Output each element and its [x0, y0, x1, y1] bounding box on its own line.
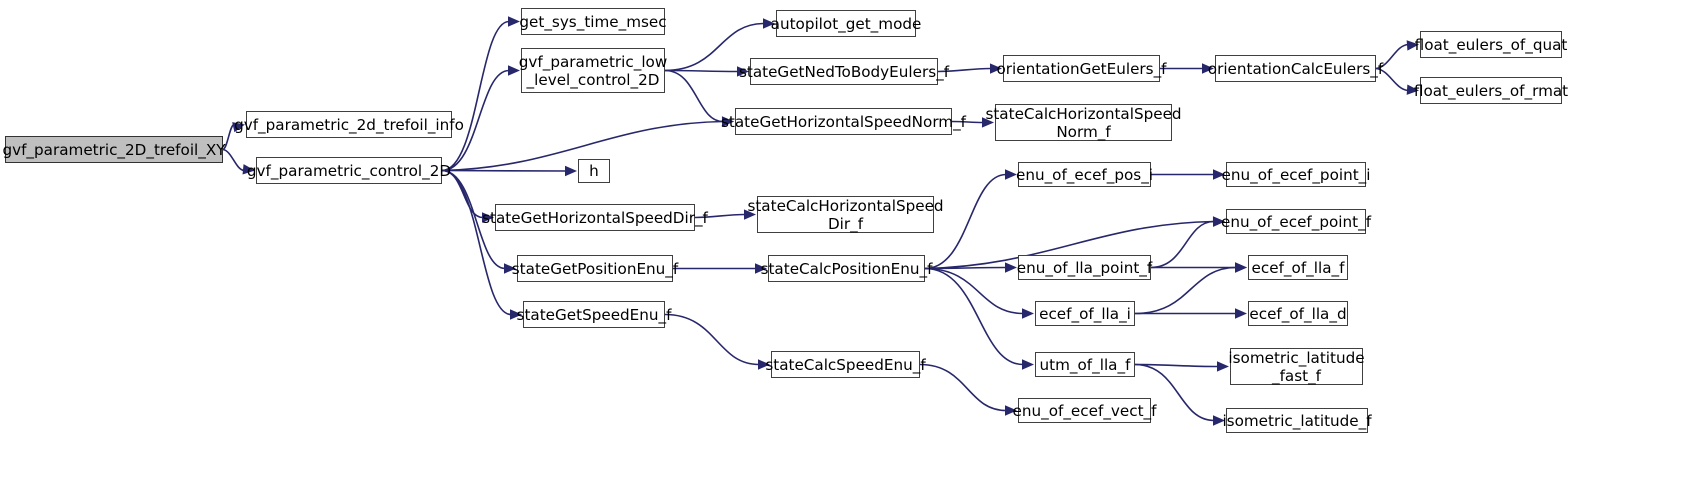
graph-edge-utm_lla_f-to-iso_lat_fast — [1134, 363, 1219, 368]
graph-node-iso_lat_f[interactable]: isometric_latitude_f — [1222, 408, 1372, 433]
graph-edge-calc_pos_enu-to-utm_lla_f — [924, 267, 1024, 366]
graph-node-ecef_lla_i[interactable]: ecef_of_lla_i — [1035, 301, 1135, 326]
graph-node-label: ecef_of_lla_i — [1039, 304, 1131, 323]
graph-node-enu_ecef_point_f[interactable]: enu_of_ecef_point_f — [1221, 209, 1371, 234]
graph-node-label: enu_of_ecef_point_i — [1221, 165, 1371, 184]
graph-node-label: enu_of_lla_point_f — [1016, 258, 1153, 277]
graph-node-label: gvf_parametric_control_2D — [246, 161, 452, 180]
graph-node-enu_ecef_point_i[interactable]: enu_of_ecef_point_i — [1222, 162, 1370, 187]
graph-node-enu_ecef_pos_i[interactable]: enu_of_ecef_pos_i — [1015, 162, 1154, 187]
graph-node-label: stateCalcPositionEnu_f — [760, 259, 933, 278]
graph-node-label: float_eulers_of_quat — [1414, 35, 1568, 54]
graph-edge-arrowhead — [1022, 359, 1034, 370]
graph-node-label: isometric_latitude_f — [1222, 411, 1372, 430]
graph-edge-calc_speed_enu-to-enu_ecef_vect_f — [919, 363, 1007, 412]
graph-node-orient_calc[interactable]: orientationCalcEulers_f — [1208, 55, 1383, 82]
graph-edge-control_2d-to-get_sys_time — [441, 20, 510, 172]
graph-node-label: enu_of_ecef_pos_i — [1015, 165, 1154, 184]
graph-node-eulers_quat[interactable]: float_eulers_of_quat — [1415, 31, 1567, 58]
graph-node-label: enu_of_ecef_vect_f — [1012, 401, 1157, 420]
graph-edge-control_2d-to-get_speed_enu — [441, 169, 512, 316]
graph-node-label: stateCalcHorizontalSpeed Dir_f — [747, 196, 944, 233]
graph-node-label: h — [589, 162, 599, 180]
graph-node-label: gvf_parametric_low _level_control_2D — [518, 52, 668, 89]
graph-node-utm_lla_f[interactable]: utm_of_lla_f — [1035, 352, 1135, 377]
graph-node-label: stateGetHorizontalSpeedNorm_f — [720, 112, 967, 131]
graph-node-calc_hspeed_dir[interactable]: stateCalcHorizontalSpeed Dir_f — [747, 196, 944, 233]
graph-edge-enu_lla_point_f-to-enu_ecef_point_f — [1150, 220, 1215, 269]
graph-node-ecef_lla_d[interactable]: ecef_of_lla_d — [1248, 301, 1348, 326]
graph-edge-low_level-to-ned_to_body — [664, 69, 739, 73]
graph-node-enu_lla_point_f[interactable]: enu_of_lla_point_f — [1016, 255, 1153, 280]
graph-node-ecef_lla_f[interactable]: ecef_of_lla_f — [1248, 255, 1348, 280]
graph-edge-get_speed_enu-to-calc_speed_enu — [664, 313, 760, 366]
graph-edge-control_2d-to-h_node — [441, 169, 567, 172]
graph-node-label: float_eulers_of_rmat — [1413, 81, 1569, 100]
graph-node-eulers_rmat[interactable]: float_eulers_of_rmat — [1414, 77, 1568, 104]
graph-node-label: ecef_of_lla_d — [1249, 304, 1347, 323]
graph-edge-arrowhead — [1235, 262, 1247, 273]
graph-node-label: isometric_latitude _fast_f — [1228, 348, 1365, 385]
graph-node-label: orientationCalcEulers_f — [1207, 59, 1384, 78]
graph-node-get_pos_enu[interactable]: stateGetPositionEnu_f — [512, 255, 678, 282]
graph-edge-arrowhead — [1216, 361, 1229, 372]
graph-node-h_node[interactable]: h — [578, 159, 610, 183]
graph-edge-low_level-to-hspeed_norm — [664, 69, 724, 123]
graph-node-iso_lat_fast[interactable]: isometric_latitude _fast_f — [1228, 348, 1365, 385]
graph-node-calc_speed_enu[interactable]: stateCalcSpeedEnu_f — [765, 351, 926, 378]
graph-edge-arrowhead — [1235, 262, 1247, 273]
graph-node-get_hspeed_dir[interactable]: stateGetHorizontalSpeedDir_f — [482, 204, 708, 231]
graph-node-label: orientationGetEulers_f — [996, 59, 1167, 78]
graph-node-hspeed_norm[interactable]: stateGetHorizontalSpeedNorm_f — [721, 108, 966, 135]
graph-node-label: stateGetPositionEnu_f — [511, 259, 679, 278]
graph-node-label: autopilot_get_mode — [770, 14, 922, 33]
graph-node-label: stateGetHorizontalSpeedDir_f — [482, 208, 708, 227]
graph-edge-arrowhead — [508, 16, 520, 27]
graph-edge-arrowhead — [564, 165, 577, 177]
graph-node-low_level[interactable]: gvf_parametric_low _level_control_2D — [518, 48, 668, 93]
graph-edge-calc_pos_enu-to-enu_lla_point_f — [924, 266, 1007, 270]
graph-node-trefoil_info[interactable]: gvf_parametric_2d_trefoil_info — [234, 111, 464, 138]
graph-node-orient_get[interactable]: orientationGetEulers_f — [996, 55, 1167, 82]
graph-node-control_2d[interactable]: gvf_parametric_control_2D — [247, 157, 451, 184]
graph-edge-arrowhead — [1004, 262, 1017, 273]
graph-node-label: gvf_parametric_2d_trefoil_info — [234, 115, 464, 134]
graph-node-label: stateCalcSpeedEnu_f — [765, 355, 926, 374]
graph-node-label: enu_of_ecef_point_f — [1220, 212, 1372, 231]
graph-node-calc_hspeed_norm[interactable]: stateCalcHorizontalSpeed Norm_f — [985, 104, 1182, 141]
graph-edge-calc_pos_enu-to-ecef_lla_i — [924, 267, 1024, 315]
graph-node-label: get_sys_time_msec — [519, 12, 667, 31]
graph-node-enu_ecef_vect_f[interactable]: enu_of_ecef_vect_f — [1013, 398, 1157, 423]
graph-node-label: ecef_of_lla_f — [1251, 258, 1345, 277]
graph-edge-root-to-control_2d — [222, 148, 245, 172]
graph-node-ned_to_body[interactable]: stateGetNedToBodyEulers_f — [739, 58, 949, 85]
graph-node-label: stateGetSpeedEnu_f — [516, 305, 672, 324]
graph-node-label: stateGetNedToBodyEulers_f — [738, 62, 950, 81]
graph-edge-arrowhead — [1235, 308, 1247, 319]
graph-node-label: utm_of_lla_f — [1039, 355, 1131, 374]
graph-node-get_sys_time[interactable]: get_sys_time_msec — [519, 8, 667, 35]
graph-node-label: gvf_parametric_2D_trefoil_XY — [2, 140, 226, 159]
graph-node-autopilot_mode[interactable]: autopilot_get_mode — [771, 10, 921, 37]
graph-node-root[interactable]: gvf_parametric_2D_trefoil_XY — [2, 136, 226, 163]
graph-node-calc_pos_enu[interactable]: stateCalcPositionEnu_f — [761, 255, 932, 282]
graph-edge-arrowhead — [1022, 308, 1034, 319]
graph-node-get_speed_enu[interactable]: stateGetSpeedEnu_f — [517, 301, 671, 328]
graph-node-label: stateCalcHorizontalSpeed Norm_f — [985, 104, 1182, 141]
